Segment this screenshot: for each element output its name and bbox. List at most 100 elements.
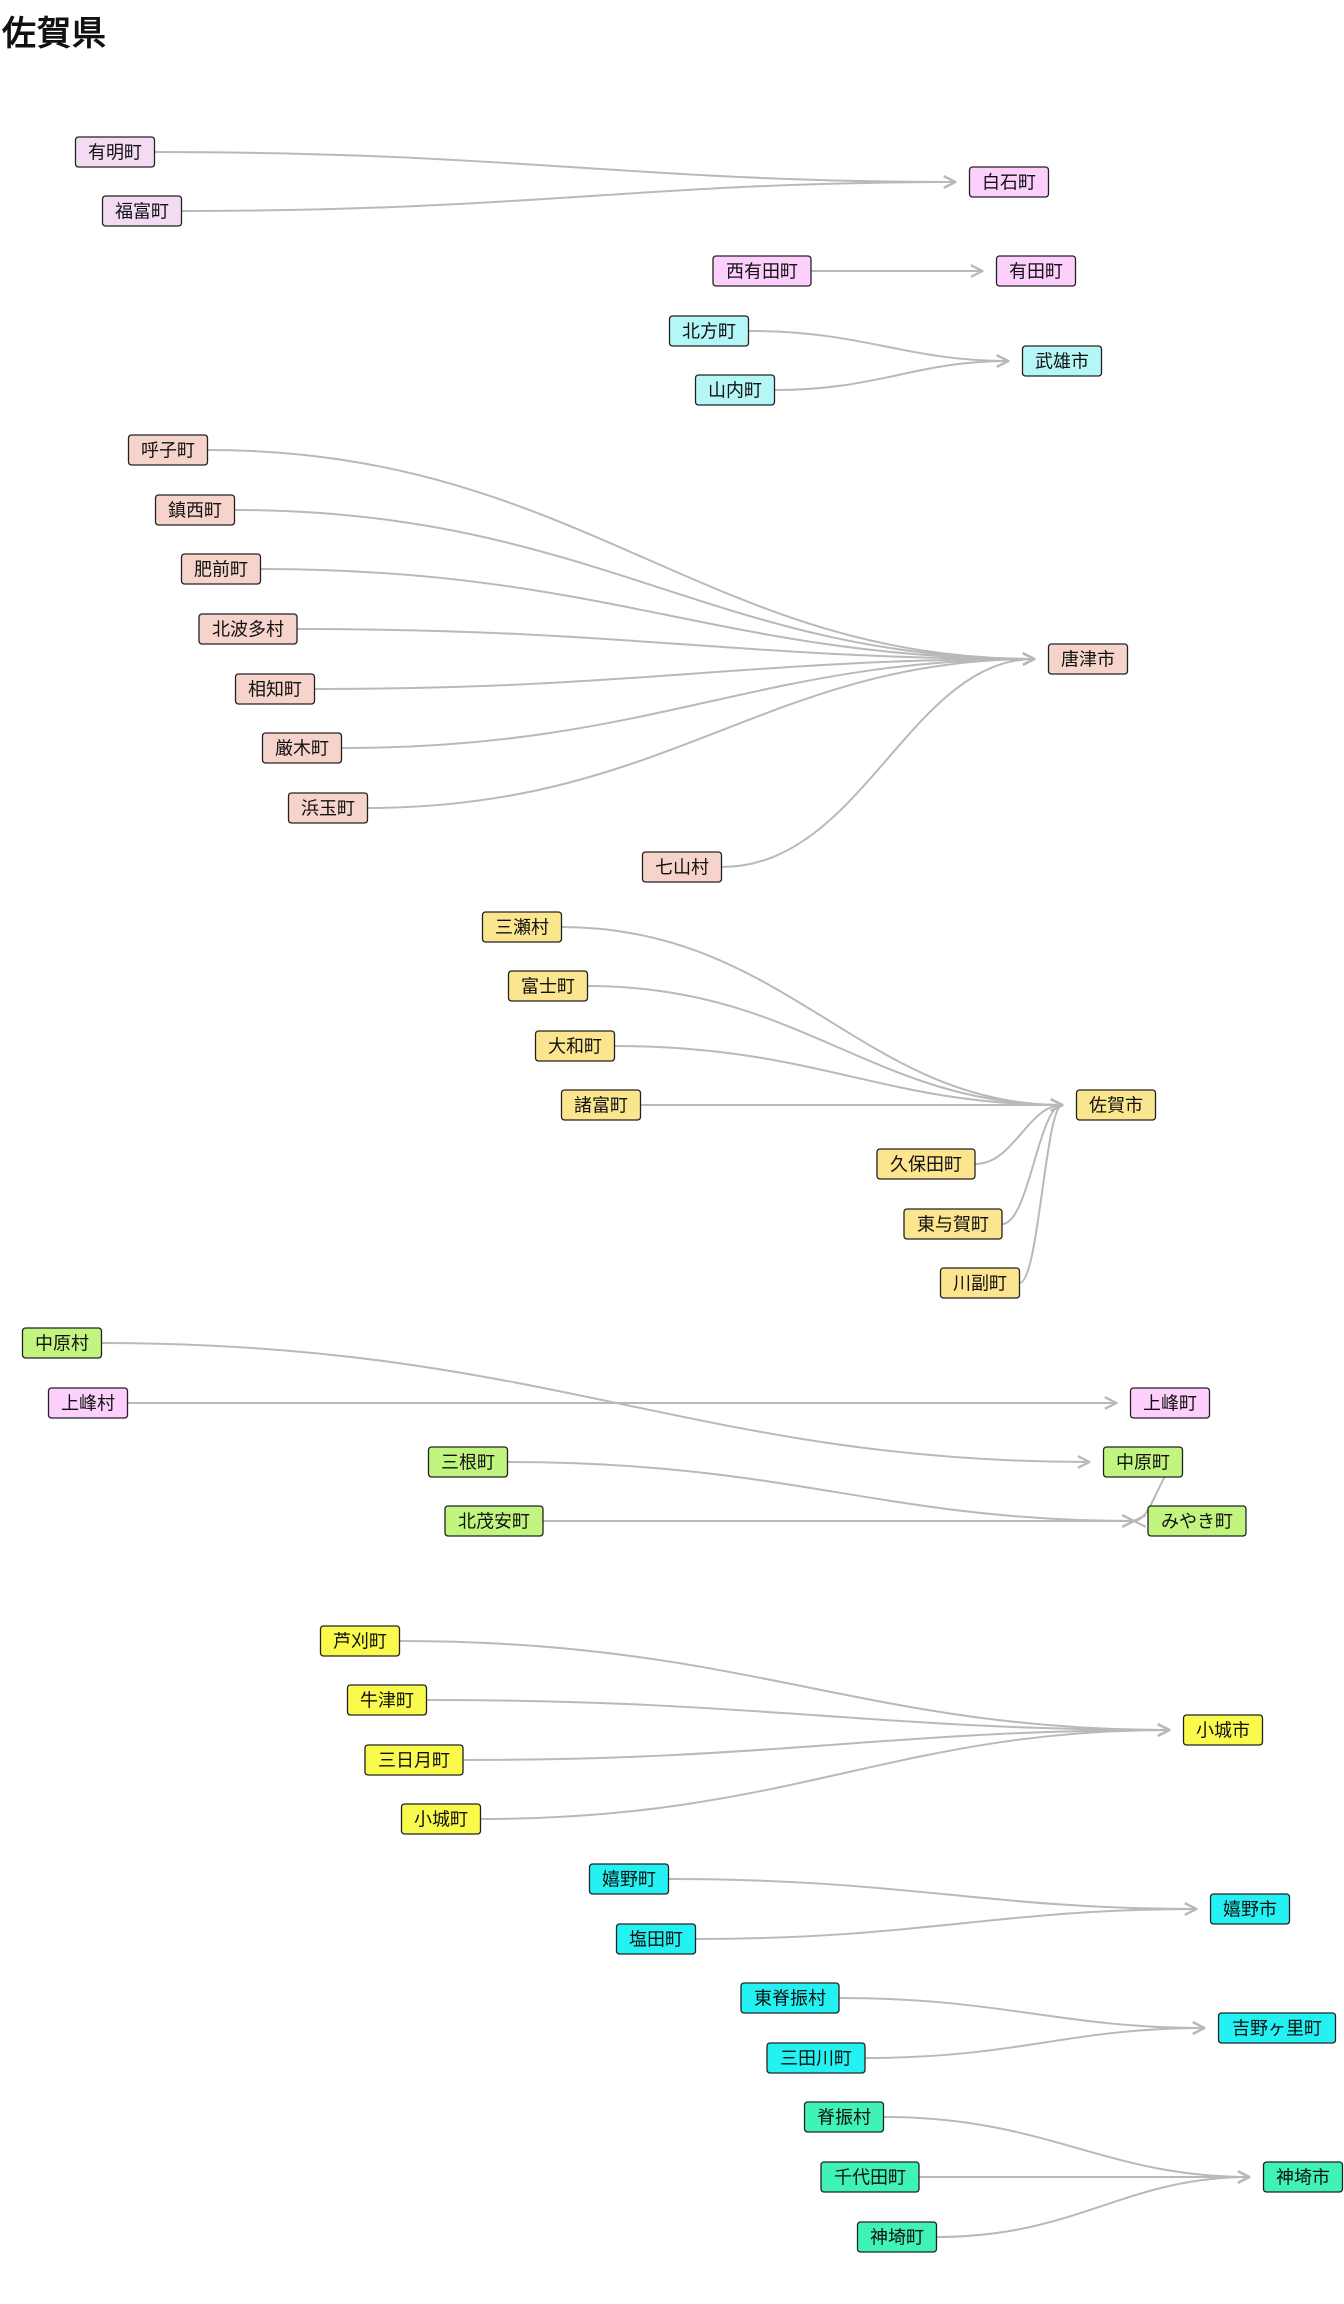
node-box bbox=[444, 1505, 544, 1537]
page-title: 佐賀県 bbox=[2, 14, 107, 54]
node-box bbox=[21, 1327, 103, 1359]
node-label: 有明町 bbox=[88, 143, 142, 164]
node-label: 山内町 bbox=[708, 381, 762, 402]
node-label: 白石町 bbox=[982, 173, 1036, 194]
node-box bbox=[261, 732, 343, 764]
former-municipality-node: 福富町 bbox=[101, 195, 183, 227]
node-box bbox=[180, 553, 262, 585]
former-municipality-node: 神埼町 bbox=[856, 2221, 938, 2253]
merged-municipality-node: 吉野ヶ里町 bbox=[1217, 2012, 1337, 2044]
node-label: 武雄市 bbox=[1035, 352, 1089, 373]
merger-edge bbox=[883, 2116, 1250, 2177]
node-label: 牛津町 bbox=[360, 1691, 414, 1712]
node-box bbox=[820, 2161, 920, 2193]
node-box bbox=[154, 494, 236, 526]
merger-edge bbox=[838, 1997, 1205, 2028]
former-municipality-node: 大和町 bbox=[534, 1030, 616, 1062]
merger-edge bbox=[341, 659, 1035, 749]
node-box bbox=[694, 374, 776, 406]
merger-edge bbox=[480, 1730, 1170, 1820]
former-municipality-node: 北方町 bbox=[668, 315, 750, 347]
node-label: 上峰村 bbox=[61, 1394, 115, 1415]
node-label: 富士町 bbox=[521, 977, 575, 998]
merger-edge bbox=[936, 2177, 1250, 2238]
merger-edge bbox=[154, 151, 956, 182]
merger-edge bbox=[314, 659, 1035, 690]
merger-edge bbox=[1019, 1105, 1063, 1284]
node-box bbox=[1147, 1505, 1247, 1537]
node-box bbox=[939, 1267, 1021, 1299]
merger-edge bbox=[614, 1045, 1063, 1105]
node-label: 北波多村 bbox=[212, 620, 284, 641]
node-box bbox=[1262, 2161, 1344, 2193]
merger-edge bbox=[561, 926, 1063, 1105]
node-box bbox=[481, 911, 563, 943]
node-box bbox=[1047, 643, 1129, 675]
node-label: 上峰町 bbox=[1143, 1394, 1197, 1415]
node-label: 川副町 bbox=[953, 1274, 1007, 1295]
merged-municipality-node: 武雄市 bbox=[1021, 345, 1103, 377]
former-municipality-node: 東与賀町 bbox=[903, 1208, 1003, 1240]
former-municipality-node: 東脊振村 bbox=[740, 1982, 840, 2014]
node-label: 中原村 bbox=[35, 1334, 89, 1355]
node-label: 小城市 bbox=[1196, 1721, 1250, 1742]
node-box bbox=[1217, 2012, 1337, 2044]
node-label: 三瀬村 bbox=[495, 918, 549, 939]
former-municipality-node: 上峰村 bbox=[47, 1387, 129, 1419]
node-box bbox=[668, 315, 750, 347]
node-box bbox=[287, 792, 369, 824]
node-box bbox=[856, 2221, 938, 2253]
node-box bbox=[1102, 1446, 1184, 1478]
former-municipality-node: 小城町 bbox=[400, 1803, 482, 1835]
node-box bbox=[198, 613, 298, 645]
node-box bbox=[641, 851, 723, 883]
node-label: 肥前町 bbox=[194, 560, 248, 581]
node-label: 三日月町 bbox=[378, 1751, 450, 1772]
node-label: 北茂安町 bbox=[458, 1512, 530, 1533]
former-municipality-node: 三日月町 bbox=[364, 1744, 464, 1776]
former-municipality-node: 牛津町 bbox=[346, 1684, 428, 1716]
merger-edge bbox=[748, 330, 1009, 361]
node-label: 鎮西町 bbox=[168, 501, 222, 522]
node-label: 三根町 bbox=[441, 1453, 495, 1474]
node-box bbox=[427, 1446, 509, 1478]
node-label: 中原町 bbox=[1116, 1453, 1170, 1474]
node-label: 神埼町 bbox=[870, 2228, 924, 2249]
merged-municipality-node: みやき町 bbox=[1147, 1505, 1247, 1537]
former-municipality-node: 相知町 bbox=[234, 673, 316, 705]
former-municipality-node: 厳木町 bbox=[261, 732, 343, 764]
node-box bbox=[766, 2042, 866, 2074]
node-label: 七山村 bbox=[655, 858, 709, 879]
merged-municipality-node: 神埼市 bbox=[1262, 2161, 1344, 2193]
node-box bbox=[588, 1863, 670, 1895]
merger-edge bbox=[234, 509, 1035, 659]
node-layer: 白石町有田町武雄市唐津市佐賀市上峰町中原町みやき町小城市嬉野市吉野ヶ里町神埼市有… bbox=[21, 136, 1344, 2253]
merger-edge bbox=[260, 568, 1035, 659]
node-box bbox=[346, 1684, 428, 1716]
merger-edge bbox=[367, 659, 1035, 809]
node-box bbox=[740, 1982, 840, 2014]
node-label: 東脊振村 bbox=[754, 1989, 826, 2010]
merged-municipality-node: 有田町 bbox=[995, 255, 1077, 287]
merger-edge bbox=[695, 1909, 1197, 1940]
node-box bbox=[903, 1208, 1003, 1240]
node-label: 北方町 bbox=[682, 322, 736, 343]
node-box bbox=[712, 255, 812, 287]
node-box bbox=[47, 1387, 129, 1419]
node-label: 脊振村 bbox=[817, 2108, 871, 2129]
node-box bbox=[995, 255, 1077, 287]
former-municipality-node: 芦刈町 bbox=[319, 1625, 401, 1657]
merger-edge bbox=[399, 1640, 1170, 1730]
node-label: 相知町 bbox=[248, 680, 302, 701]
former-municipality-node: 北波多村 bbox=[198, 613, 298, 645]
merger-edge bbox=[507, 1461, 1135, 1521]
former-municipality-node: 鎮西町 bbox=[154, 494, 236, 526]
node-label: 西有田町 bbox=[726, 262, 798, 283]
node-box bbox=[560, 1089, 642, 1121]
node-label: 浜玉町 bbox=[301, 799, 355, 820]
node-label: 唐津市 bbox=[1061, 650, 1115, 671]
former-municipality-node: 北茂安町 bbox=[444, 1505, 544, 1537]
node-box bbox=[234, 673, 316, 705]
node-box bbox=[534, 1030, 616, 1062]
merged-municipality-node: 小城市 bbox=[1182, 1714, 1264, 1746]
